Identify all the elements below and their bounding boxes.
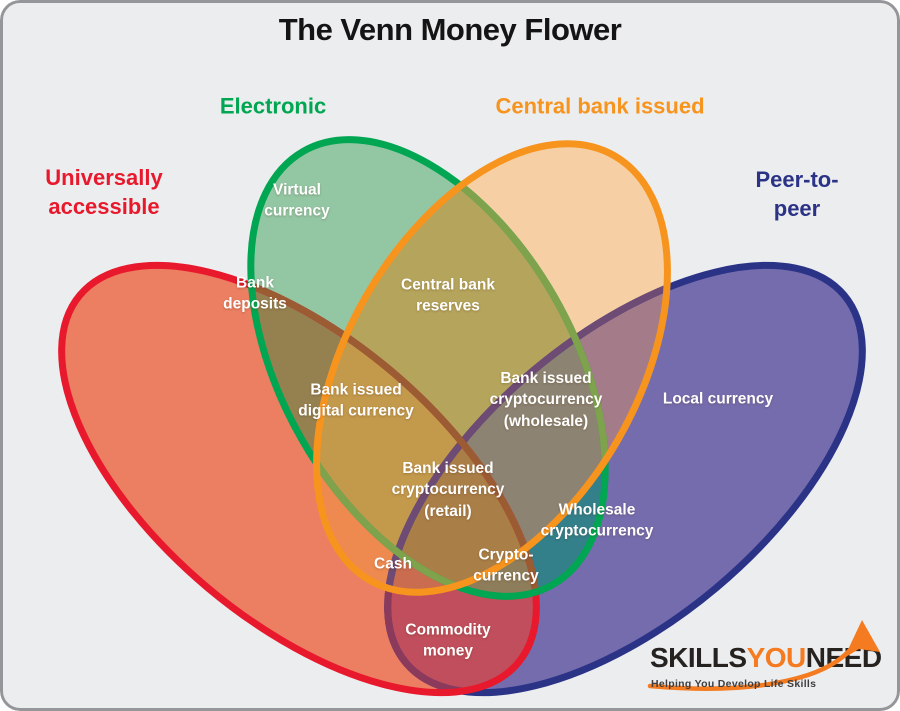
set-label-electronic: Electronic [219, 93, 327, 119]
set-label-universally-accessible: Universally accessible [45, 164, 163, 219]
region-label-wholesale-cryptocurrency: Wholesale cryptocurrency [540, 501, 654, 540]
region-label-central-bank-reserves: Central bank reserves [401, 276, 495, 315]
set-label-peer-to-peer: Peer-to-peer [755, 166, 839, 221]
region-label-bank-issued-digital-currency: Bank issued digital currency [298, 381, 414, 420]
region-label-local-currency: Local currency [662, 390, 774, 408]
logo-tagline: Helping You Develop Life Skills [651, 678, 817, 690]
region-label-commodity-money: Commodity money [405, 621, 491, 660]
region-label-bank-deposits: Bank deposits [223, 274, 287, 313]
page-title: The Venn Money Flower [278, 12, 622, 47]
logo-part-skills: SKILLS [650, 642, 747, 673]
skillsyouneed-logo: SKILLSYOUNEED Helping You Develop Life S… [646, 598, 896, 704]
set-label-central-bank-issued: Central bank issued [495, 93, 705, 119]
region-label-virtual-currency: Virtual currency [264, 181, 330, 220]
region-label-cash: Cash [374, 555, 412, 573]
logo-part-you: YOU [746, 642, 807, 673]
region-label-bank-issued-cryptocurrency-retail: Bank issued cryptocurrency (retail) [391, 459, 505, 520]
region-ua-electronic-p2p [387, 265, 610, 658]
logo-arrow-icon [647, 620, 880, 691]
region-label-crypto-currency: Crypto- currency [473, 546, 539, 585]
set-stroke-central-bank-issued [313, 140, 671, 596]
region-label-bank-issued-cryptocurrency-wholesale: Bank issued cryptocurrency (wholesale) [489, 369, 603, 430]
